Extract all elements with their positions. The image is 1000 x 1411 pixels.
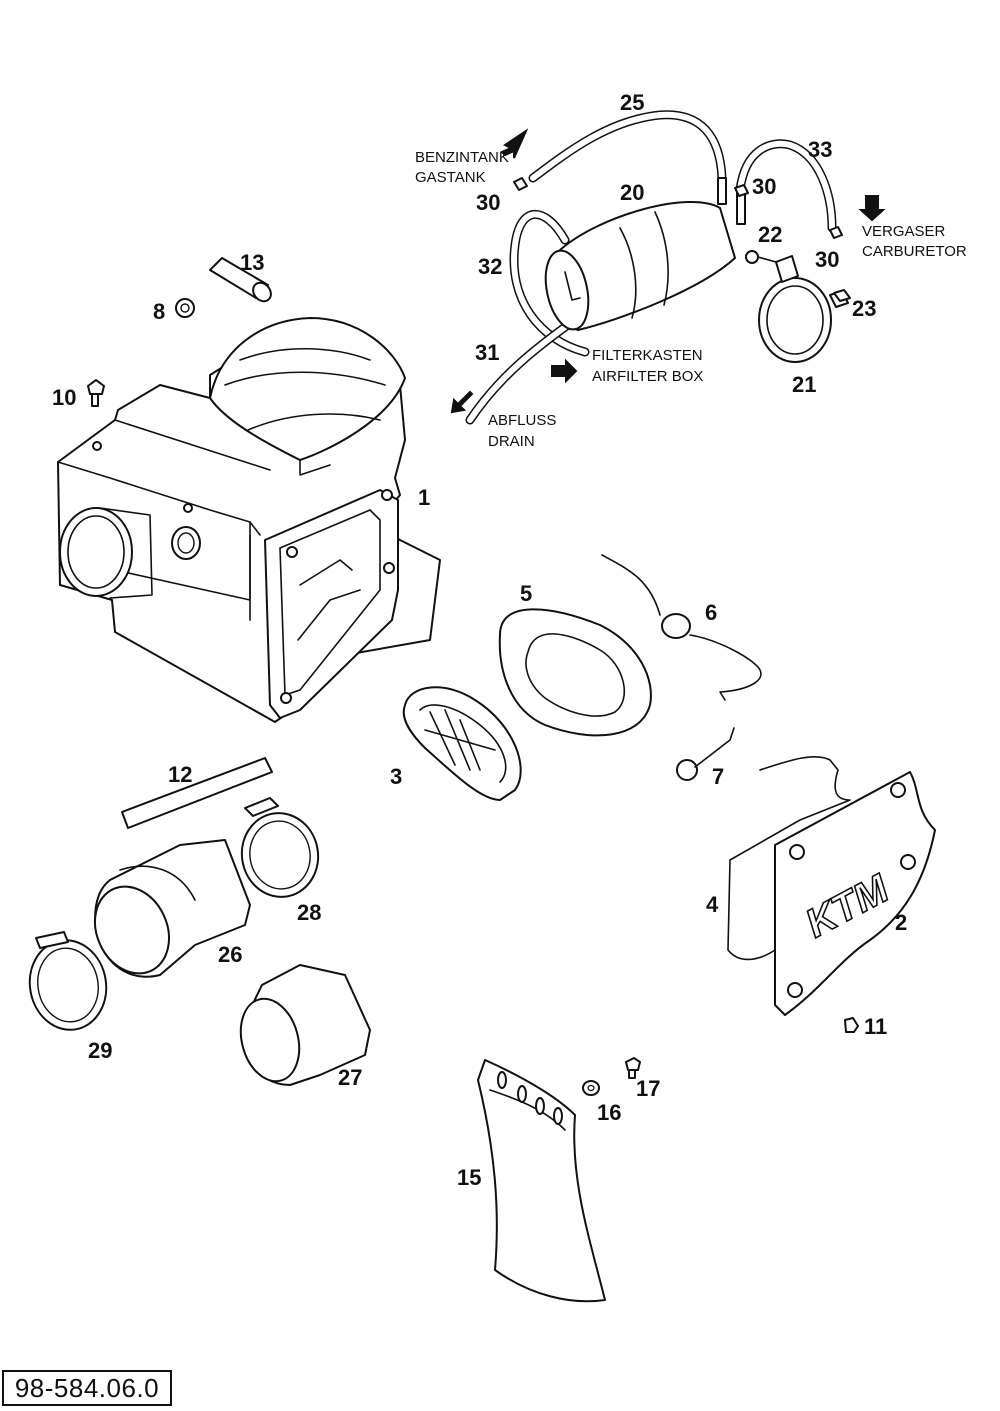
vent-separator-20 [544, 177, 746, 331]
hose-clamps-30 [513, 177, 843, 239]
label-28: 28 [297, 900, 321, 925]
label-13: 13 [240, 250, 264, 275]
label-25: 25 [620, 90, 644, 115]
note-filterbox-en: AIRFILTER BOX [592, 368, 703, 385]
label-31: 31 [475, 340, 499, 365]
airfilter-box-1 [57, 317, 441, 723]
note-gastank-de: BENZINTANK [415, 149, 509, 166]
label-21: 21 [792, 372, 816, 397]
screw-11 [844, 1017, 859, 1033]
label-23: 23 [852, 296, 876, 321]
drawing-code-label: 98-584.06.0 [2, 1370, 172, 1406]
screw-17 [625, 1057, 641, 1079]
label-32: 32 [478, 254, 502, 279]
air-filter-5 [498, 608, 652, 737]
washer-16 [582, 1080, 600, 1096]
label-10: 10 [52, 385, 76, 410]
hose-33 [735, 139, 837, 233]
hose-25 [528, 110, 727, 183]
rubber-boot-27 [239, 964, 371, 1086]
hose-12 [121, 757, 273, 829]
label-11: 11 [864, 1014, 887, 1039]
note-carburetor-de: VERGASER [862, 223, 946, 240]
carburetor-arrow-icon [858, 195, 886, 222]
label-6: 6 [705, 600, 717, 625]
label-16: 16 [597, 1100, 621, 1125]
label-15: 15 [457, 1165, 481, 1190]
note-drain-de: ABFLUSS [488, 412, 556, 429]
screw-10 [87, 379, 105, 407]
label-1: 1 [418, 485, 430, 510]
label-2: 2 [895, 910, 907, 935]
seal-4 [727, 756, 851, 961]
bracket-clamp-21 [758, 255, 849, 363]
mud-flap-15 [477, 1059, 606, 1303]
label-4: 4 [706, 892, 719, 917]
label-26: 26 [218, 942, 242, 967]
label-29: 29 [88, 1038, 112, 1063]
filterbox-arrow-icon [551, 358, 578, 384]
retaining-wire-6 [601, 554, 762, 701]
cover-2 [774, 771, 936, 1016]
note-gastank-en: GASTANK [415, 169, 486, 186]
label-27: 27 [338, 1065, 362, 1090]
grommet-8 [175, 298, 195, 318]
nut-23 [833, 289, 851, 302]
filter-cage-3 [402, 686, 522, 801]
screw-22 [745, 250, 777, 264]
gastank-arrow-icon [500, 128, 529, 159]
note-carburetor-en: CARBURETOR [862, 243, 967, 260]
hose-31 [465, 317, 577, 425]
label-3: 3 [390, 764, 402, 789]
label-30-right: 30 [815, 247, 839, 272]
sleeve-13 [209, 257, 272, 303]
label-20: 20 [620, 180, 644, 205]
label-7: 7 [712, 764, 724, 789]
label-5: 5 [520, 581, 532, 606]
label-17: 17 [636, 1076, 660, 1101]
note-drain-en: DRAIN [488, 433, 535, 450]
drain-arrow-icon [450, 390, 474, 414]
rubber-boot-26 [94, 839, 251, 978]
label-33: 33 [808, 137, 832, 162]
hose-clamp-29 [28, 931, 108, 1031]
label-30-top-middle: 30 [752, 174, 776, 199]
label-22: 22 [758, 222, 782, 247]
pin-7 [676, 727, 735, 781]
label-8: 8 [153, 299, 165, 324]
label-30-top-left: 30 [476, 190, 500, 215]
hose-clamp-28 [240, 797, 320, 898]
note-filterbox-de: FILTERKASTEN [592, 347, 703, 364]
label-12: 12 [168, 762, 192, 787]
